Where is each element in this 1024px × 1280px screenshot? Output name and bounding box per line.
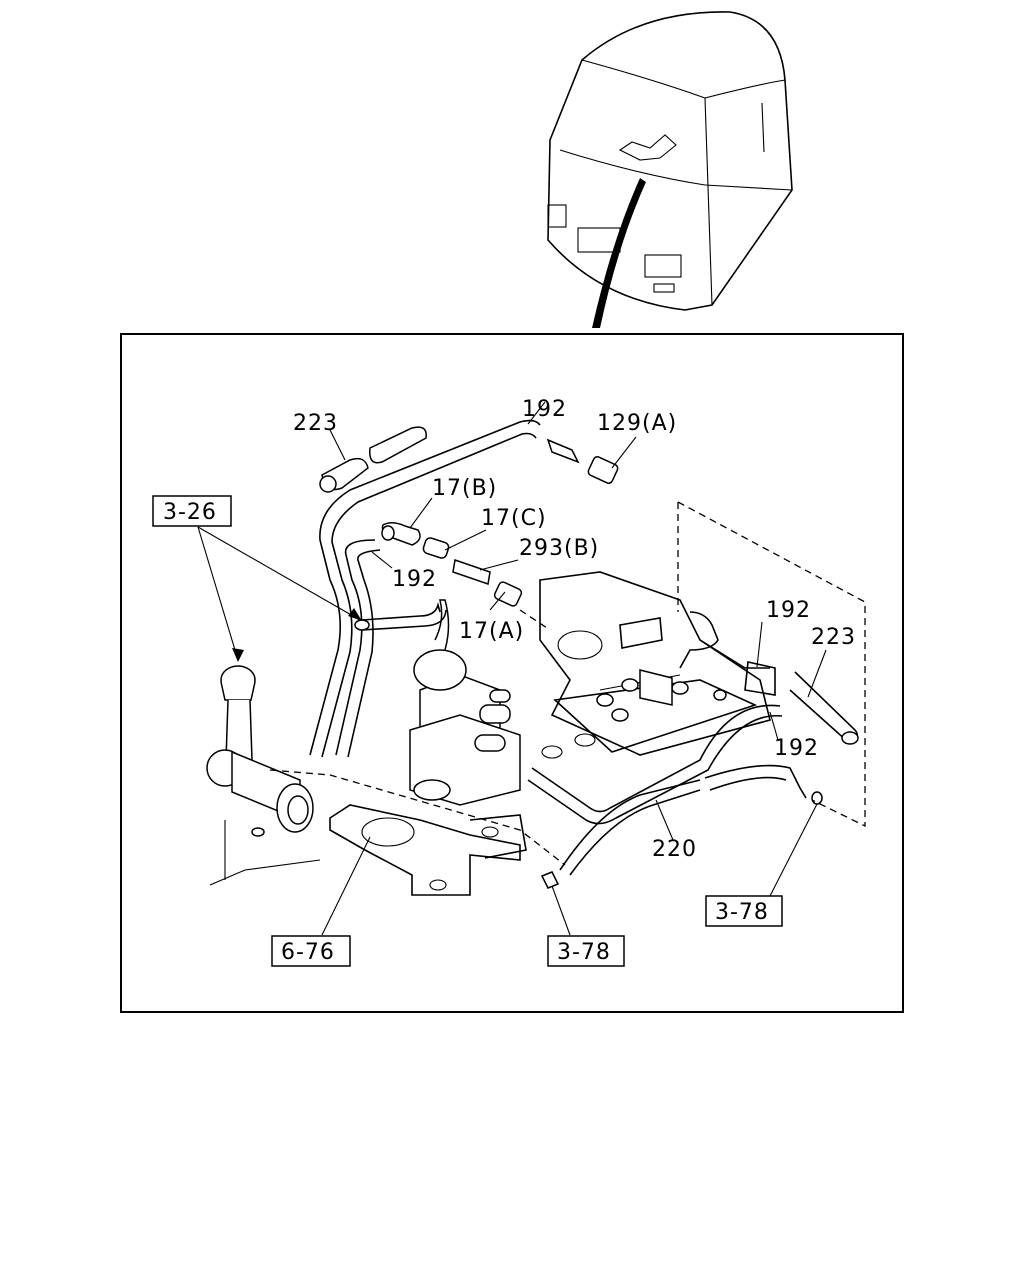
sleeve-223-left — [319, 426, 427, 493]
ref-3-26-label: 3-26 — [163, 500, 217, 525]
ref-6-76[interactable]: 6-76 — [271, 935, 351, 967]
callout-192-top: 192 — [522, 397, 567, 422]
callout-129a: 129(A) — [597, 411, 677, 436]
detail-frame — [120, 333, 904, 1013]
leader-lines — [197, 401, 827, 936]
phantom-lines — [269, 501, 866, 866]
ref-3-78-right[interactable]: 3-78 — [705, 895, 783, 927]
clips — [540, 871, 560, 889]
callout-223-left: 223 — [293, 411, 338, 436]
callout-192-lower: 192 — [774, 736, 819, 761]
callout-293b: 293(B) — [519, 536, 599, 561]
callout-17b: 17(B) — [432, 476, 497, 501]
mounting-bracket — [539, 571, 771, 759]
callout-192-right: 192 — [766, 598, 811, 623]
callout-220: 220 — [652, 837, 697, 862]
manifold-fittings — [596, 669, 727, 722]
ref-3-78-bottom[interactable]: 3-78 — [547, 935, 625, 967]
pointer-wedge — [592, 178, 646, 328]
callout-223-right: 223 — [811, 625, 856, 650]
top-fittings — [381, 438, 619, 607]
callout-17c: 17(C) — [481, 506, 547, 531]
ref-3-78-bottom-label: 3-78 — [557, 940, 611, 965]
right-hoses — [527, 611, 859, 876]
ref-6-76-label: 6-76 — [281, 940, 335, 965]
arrowheads — [232, 608, 362, 662]
hose-to-valve — [354, 602, 447, 631]
valve-assembly — [206, 599, 521, 837]
ref-3-26[interactable]: 3-26 — [152, 495, 232, 527]
callout-192-mid: 192 — [392, 567, 437, 592]
base-plate — [209, 804, 527, 896]
truck-cab-overview — [547, 11, 793, 328]
ref-3-78-right-label: 3-78 — [715, 900, 769, 925]
callout-17a: 17(A) — [459, 619, 524, 644]
